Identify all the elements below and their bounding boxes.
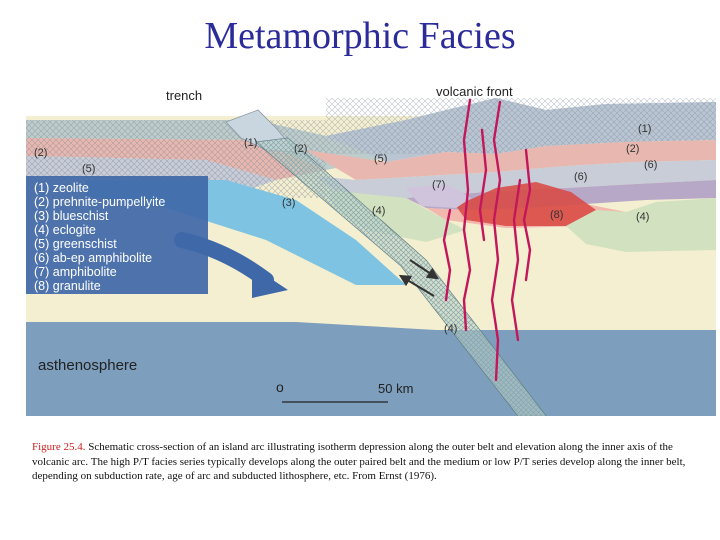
zone-label-5-fore: (5)	[82, 163, 95, 175]
legend-item-greenschist: (5) greenschist	[34, 237, 117, 251]
asthenosphere-label: asthenosphere	[38, 357, 137, 374]
slide-title: Metamorphic Facies	[0, 14, 720, 58]
figure-caption: Figure 25.4. Schematic cross-section of …	[32, 440, 700, 484]
legend-item-prehnite-pumpellyite: (2) prehnite-pumpellyite	[34, 195, 165, 209]
trench-label: trench	[166, 88, 202, 103]
legend-item-blueschist: (3) blueschist	[34, 209, 109, 223]
scale-zero-label: o	[276, 379, 284, 395]
zone-label-2-fore: (2)	[34, 147, 47, 159]
caption-lead: Figure 25.4.	[32, 441, 85, 453]
zone-label-1-arc: (1)	[638, 123, 651, 135]
zone-label-2-wedge: (2)	[294, 143, 307, 155]
zone-label-2-arc: (2)	[626, 143, 639, 155]
zone-label-7-amphibolite: (7)	[432, 179, 445, 191]
zone-label-3-blueschist: (3)	[282, 197, 295, 209]
zone-label-4-eclogite-arc: (4)	[636, 211, 649, 223]
zone-label-1-fore: (1)	[244, 137, 257, 149]
legend-item-amphibolite: (7) amphibolite	[34, 265, 117, 279]
volcanic-front-label: volcanic front	[436, 84, 513, 99]
caption-text: Schematic cross-section of an island arc…	[32, 441, 685, 482]
legend-item-zeolite: (1) zeolite	[34, 181, 89, 195]
zone-label-6-amph: (6)	[574, 171, 587, 183]
zone-label-5-arc: (5)	[374, 153, 387, 165]
zone-label-6-arc: (6)	[644, 159, 657, 171]
zone-label-4-slab: (4)	[444, 323, 457, 335]
legend-item-granulite: (8) granulite	[34, 279, 101, 293]
legend-item-eclogite: (4) eclogite	[34, 223, 96, 237]
legend-item-ab-ep-amphibolite: (6) ab-ep amphibolite	[34, 251, 152, 265]
island-arc-cross-section: trench volcanic front (1) zeolite (2) pr…	[26, 80, 716, 416]
zone-label-8-granulite: (8)	[550, 209, 563, 221]
scale-distance-label: 50 km	[378, 381, 413, 396]
zone-label-4-eclogite: (4)	[372, 205, 385, 217]
